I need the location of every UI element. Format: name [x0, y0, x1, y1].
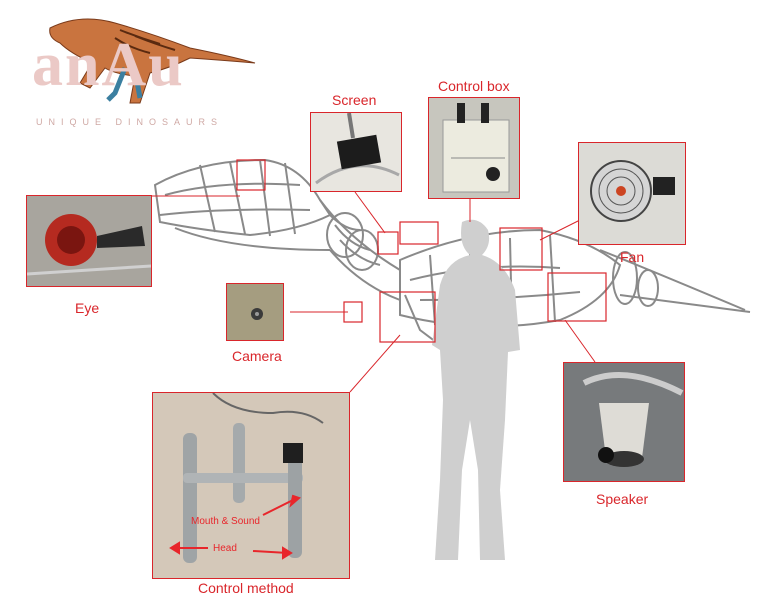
screen-detail-icon: [311, 113, 401, 191]
control-method-photo: Mouth & Sound Head: [152, 392, 350, 579]
fan-photo: [578, 142, 686, 245]
screen-photo: [310, 112, 402, 192]
screen-label: Screen: [332, 92, 377, 108]
mouth-sound-label: Mouth & Sound: [191, 516, 260, 527]
logo-dinosaur-icon: [49, 18, 256, 104]
camera-detail-icon: [227, 284, 283, 340]
camera-photo: [226, 283, 284, 341]
control-box-photo: [428, 97, 520, 199]
camera-label: Camera: [232, 348, 282, 364]
logo-wordmark: anAu: [32, 31, 185, 99]
control-method-label: Control method: [198, 580, 294, 596]
fan-detail-icon: [579, 143, 685, 244]
control-box-label: Control box: [438, 78, 510, 94]
speaker-detail-icon: [564, 363, 684, 481]
eye-photo: [26, 195, 152, 287]
person-silhouette: [432, 219, 520, 561]
logo-tagline: UNIQUE DINOSAURS: [36, 117, 224, 127]
eye-label: Eye: [75, 300, 100, 316]
speaker-label: Speaker: [596, 491, 649, 507]
head-label: Head: [213, 543, 237, 554]
eye-detail-icon: [27, 196, 151, 286]
fan-label: Fan: [620, 249, 645, 265]
arrow-icon: [169, 494, 301, 560]
control-box-detail-icon: [429, 98, 519, 198]
speaker-photo: [563, 362, 685, 482]
